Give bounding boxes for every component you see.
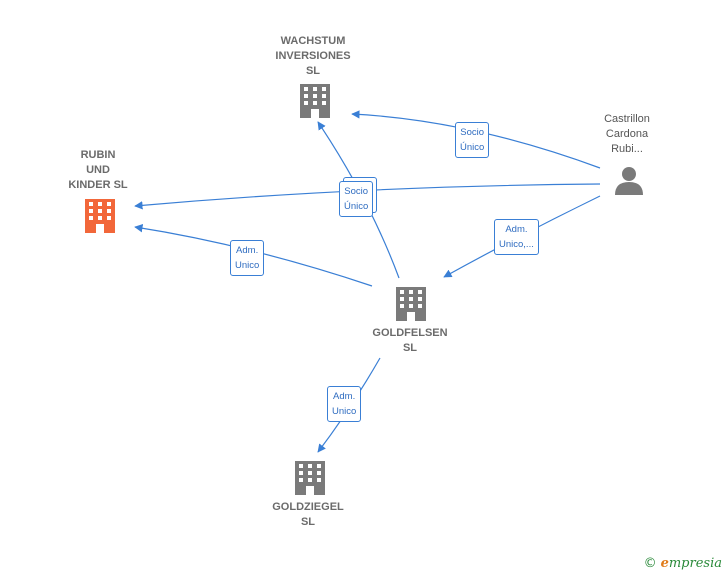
person-label[interactable]: Castrillon Cardona Rubi...	[604, 113, 650, 155]
company-label-rubin[interactable]: RUBIN UND KINDER SL	[68, 149, 128, 191]
building-icon	[396, 287, 426, 321]
company-label-goldziegel[interactable]: GOLDZIEGEL SL	[272, 501, 344, 528]
copyright-icon: ©	[643, 556, 657, 571]
building-icon	[85, 199, 115, 233]
empresia-logo: ©empresia	[644, 556, 722, 571]
edge-label-adm-unico: Adm. Unico	[230, 240, 265, 276]
building-icon	[295, 461, 325, 495]
brand-e: e	[660, 556, 669, 571]
person-icon	[615, 167, 643, 195]
edge-label-socio-unico: Socio Único	[339, 181, 374, 217]
edge-label-adm-unico: Adm. Unico,...	[494, 219, 539, 255]
building-icon	[300, 84, 330, 118]
company-label-wachstum[interactable]: WACHSTUM INVERSIONES SL	[275, 35, 351, 77]
company-label-goldfelsen[interactable]: GOLDFELSEN SL	[372, 327, 448, 354]
edge-label-adm-unico: Adm. Unico	[327, 386, 362, 422]
brand-name: mpresia	[668, 556, 722, 571]
edge-label-socio-unico: Socio Único	[455, 122, 490, 158]
